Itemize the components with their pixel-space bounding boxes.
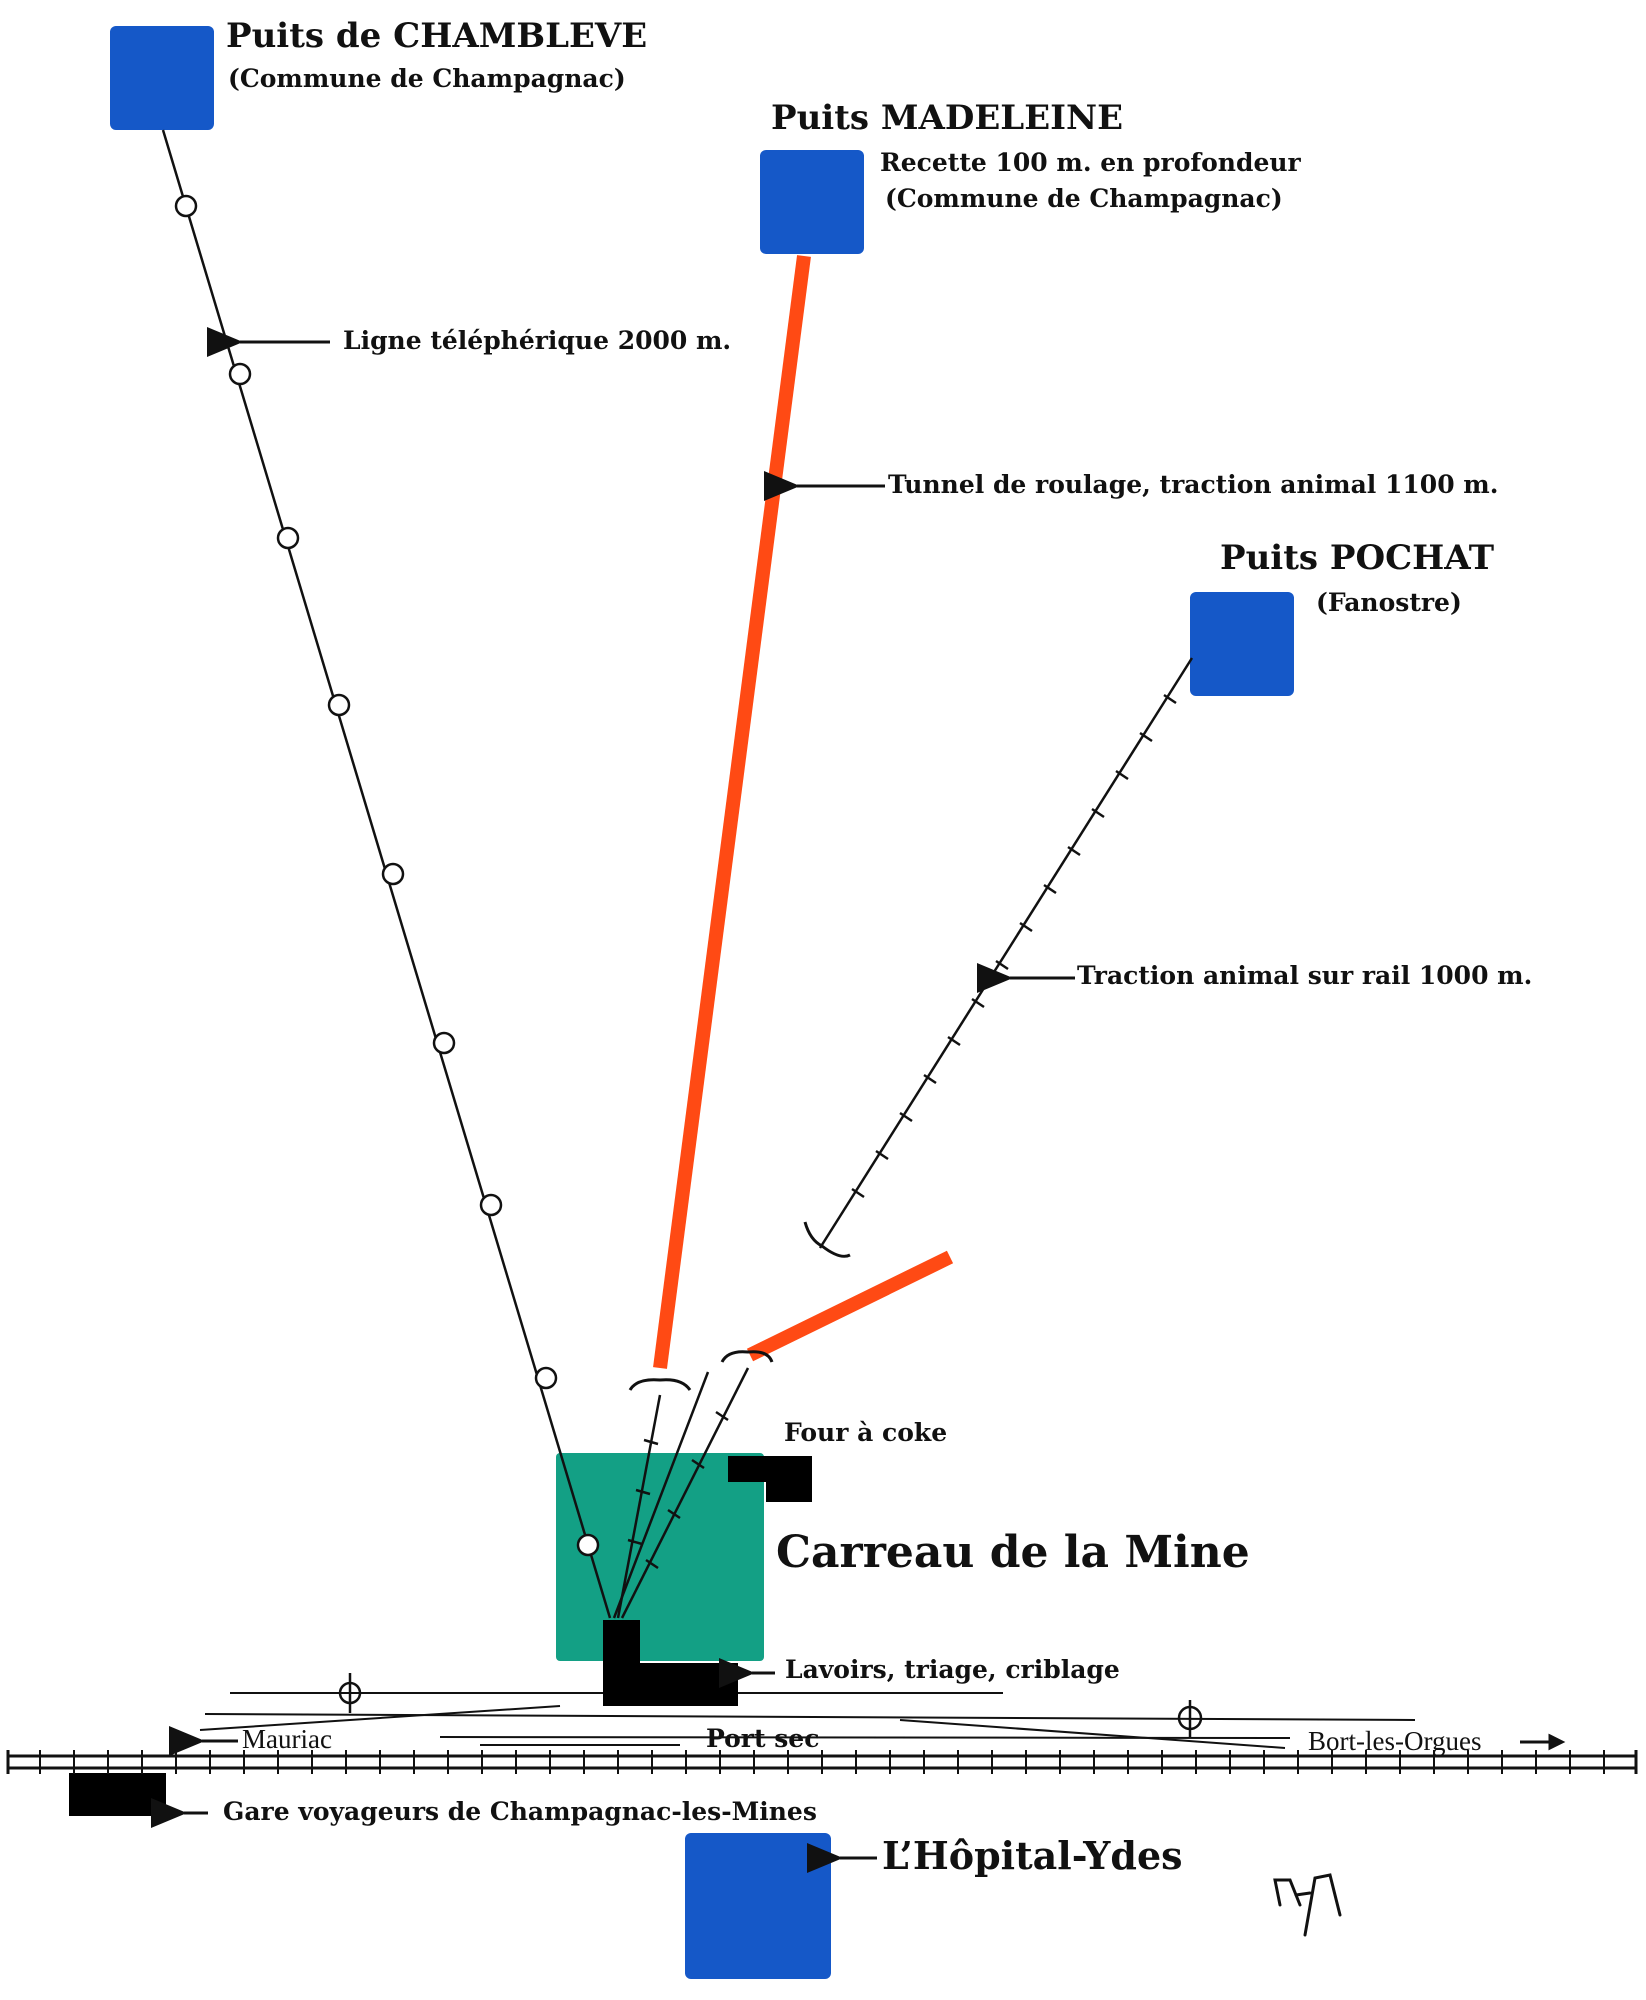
label-gare-voyageurs: Gare voyageurs de Champagnac-les-Mines [223,1797,817,1826]
tie [947,1035,961,1047]
pylon-9 [576,1533,600,1557]
tie [971,997,985,1009]
tie [635,1488,651,1496]
label-bort-les-orgues: Bort-les-Orgues [1308,1726,1482,1756]
tie [667,1508,681,1520]
tie [1091,807,1105,819]
siding-5 [439,1736,1291,1739]
tunnel-mouth-madeleine [628,1378,692,1391]
puits-pochat-lieu: (Fanostre) [1316,588,1462,617]
signature [1273,1873,1342,1937]
hopital-ydes-square [685,1833,831,1979]
pylon-3 [276,526,300,550]
tie [1067,845,1081,857]
puits-pochat-square [1190,592,1294,696]
puits-pochat-title: Puits POCHAT [1220,538,1495,578]
tie [1139,731,1153,743]
rail-branch-2 [620,1367,750,1619]
signals [338,1673,1203,1738]
label-carreau-de-la-mine: Carreau de la Mine [776,1527,1250,1578]
tunnel-rail-end [746,1250,954,1362]
puits-madeleine-title: Puits MADELEINE [771,98,1124,138]
puits-madeleine-recette: Recette 100 m. en profondeur [880,148,1301,177]
tie [627,1538,643,1546]
label-rail: Traction animal sur rail 1000 m. [1077,961,1533,990]
carreau-de-la-mine-area [556,1453,764,1661]
siding-4 [199,1705,561,1731]
telepherique-pylons [174,194,600,1557]
label-tunnel: Tunnel de roulage, traction animal 1100 … [888,470,1499,499]
tie [1019,921,1033,933]
label-lavoirs: Lavoirs, triage, criblage [785,1655,1120,1684]
pylon-4 [327,693,351,717]
rail-branch-1 [616,1394,662,1619]
label-telepherique: Ligne téléphérique 2000 m. [343,326,732,355]
tunnel-de-roulage [653,255,811,1369]
tie [851,1187,865,1199]
label-mauriac: Mauriac [242,1724,332,1754]
pylon-1 [174,194,198,218]
label-hopital-ydes: L’Hôpital-Ydes [882,1833,1183,1878]
lavoirs-building [603,1620,738,1706]
tunnel-mouth-pochat [720,1350,774,1363]
siding-3 [204,1713,1416,1721]
tunnel-mouth-rail [803,1221,851,1258]
arrow-bort-head [1548,1733,1566,1751]
pylon-7 [479,1193,503,1217]
signature-stroke-3 [1294,1891,1312,1897]
puits-chambleve-commune: (Commune de Champagnac) [228,64,626,93]
tie [1115,769,1129,781]
pylon-5 [381,862,405,886]
tie [1163,693,1177,705]
pylon-8 [534,1366,558,1390]
puits-madeleine-commune: (Commune de Champagnac) [885,184,1283,213]
puits-chambleve-title: Puits de CHAMBLEVE [226,16,648,56]
carreau-rails [612,1367,750,1619]
gare-building [69,1773,166,1816]
label-arrows [151,327,1566,1873]
pylon-6 [432,1031,456,1055]
tie [899,1111,913,1123]
siding-tracks [199,1692,1416,1749]
tie [875,1149,889,1161]
puits-chambleve-square [110,26,214,130]
siding-6 [899,1719,1286,1749]
main-railway-ties [39,1750,1605,1774]
label-port-sec: Port sec [706,1724,820,1753]
rail-pochat-line [818,657,1194,1249]
tie [715,1410,729,1422]
signature-stroke-2 [1303,1873,1342,1937]
puits-madeleine-square [760,150,864,254]
rail-branch-3 [612,1371,710,1619]
tie [923,1073,937,1085]
four-a-coke-building [728,1456,812,1502]
signature-stroke-1 [1273,1878,1302,1907]
pylon-2 [228,362,252,386]
tie [643,1438,659,1446]
label-four-a-coke: Four à coke [784,1418,948,1447]
tie [645,1558,659,1570]
tie [691,1458,705,1470]
tie [1043,883,1057,895]
